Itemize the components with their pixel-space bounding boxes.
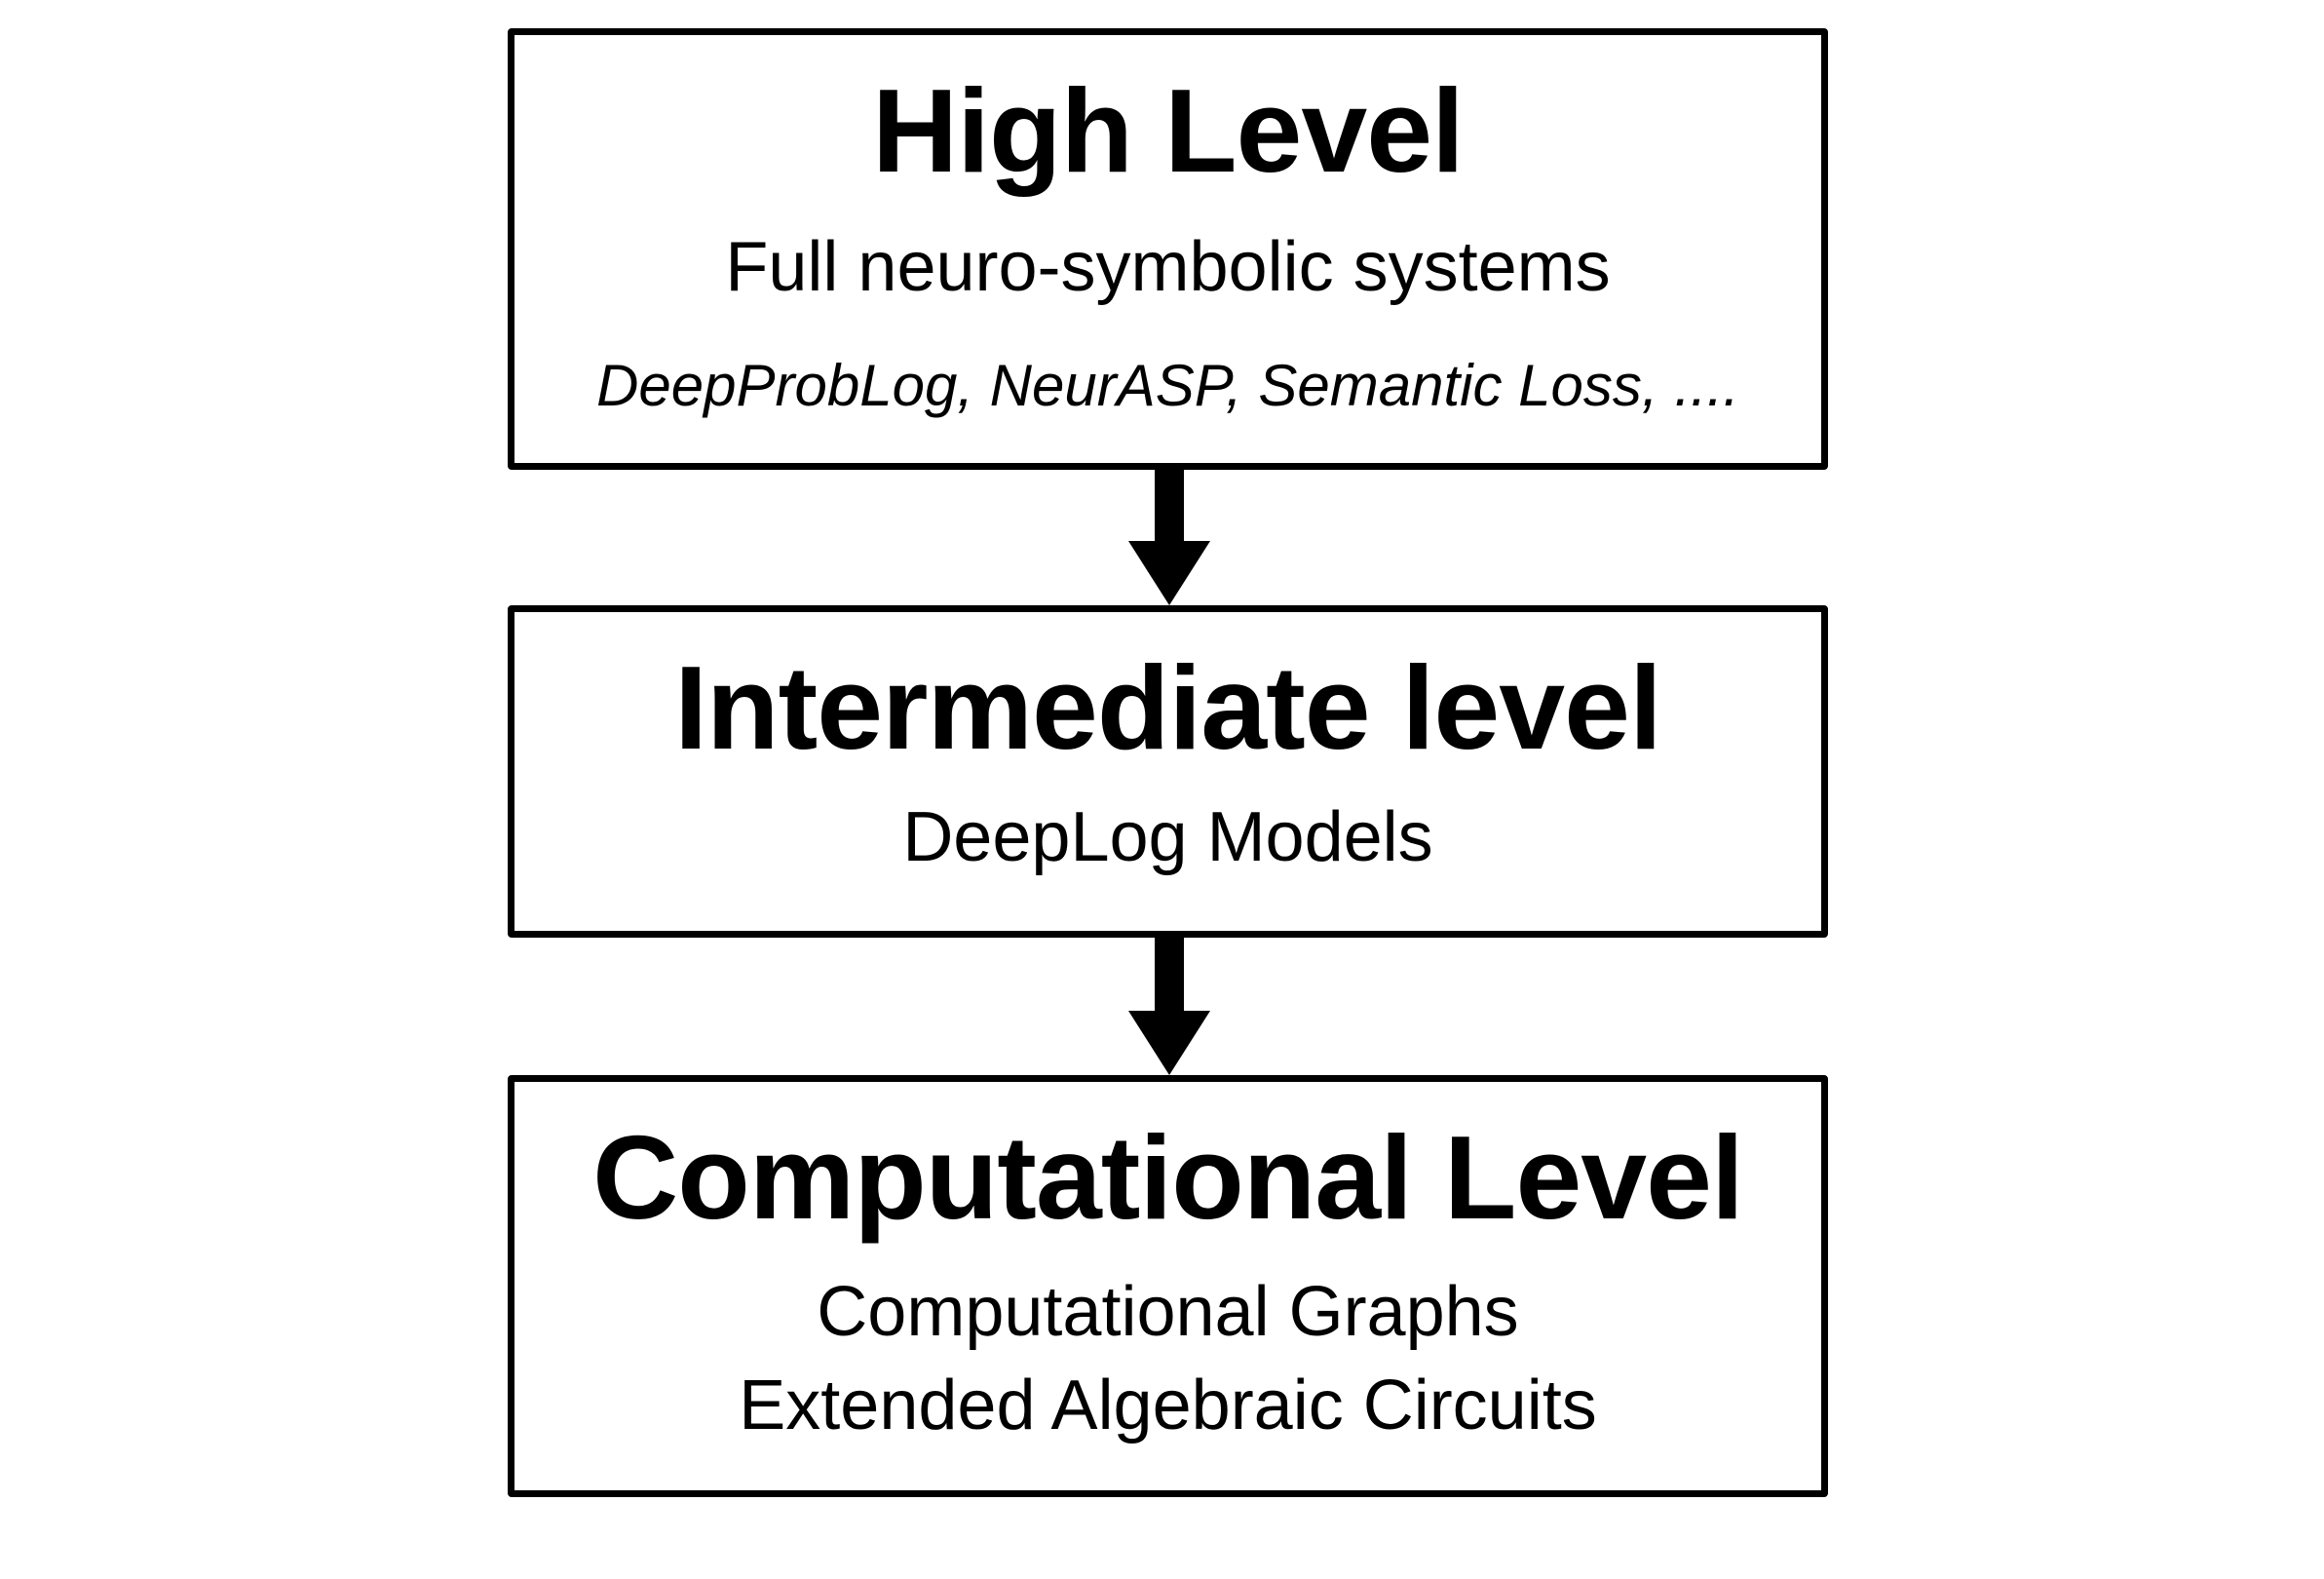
computational-level-title: Computational Level	[592, 1111, 1744, 1244]
computational-level-line-circuits: Extended Algebraic Circuits	[739, 1367, 1597, 1444]
intermediate-level-box: Intermediate level DeepLog Models	[508, 605, 1828, 938]
high-level-subtitle: Full neuro-symbolic systems	[725, 228, 1611, 306]
high-level-box: High Level Full neuro-symbolic systems D…	[508, 28, 1828, 470]
computational-level-box: Computational Level Computational Graphs…	[508, 1075, 1828, 1497]
computational-level-line-graphs: Computational Graphs	[817, 1273, 1519, 1351]
intermediate-level-subtitle: DeepLog Models	[902, 798, 1433, 876]
arrow-intermediate-to-computational	[1128, 938, 1210, 1075]
intermediate-level-title: Intermediate level	[674, 641, 1662, 774]
arrow-high-to-intermediate	[1128, 470, 1210, 605]
high-level-title: High Level	[872, 64, 1465, 197]
high-level-examples: DeepProbLog, NeurASP, Semantic Loss, ...…	[596, 353, 1739, 418]
